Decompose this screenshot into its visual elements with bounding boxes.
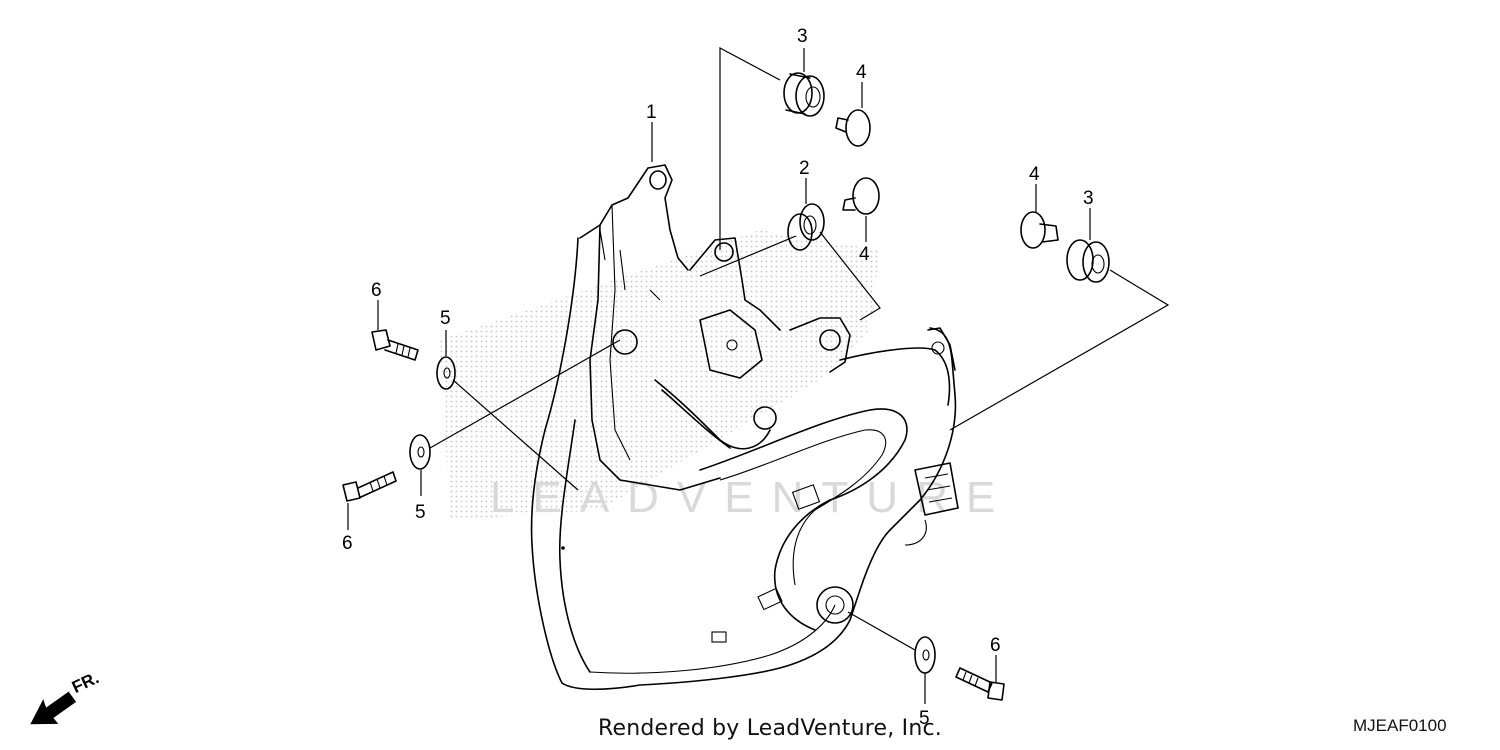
callout-6-lower-left: 6 xyxy=(342,533,353,554)
collar-middle xyxy=(842,177,880,215)
callout-5-lower-left: 5 xyxy=(415,502,426,523)
grommet-2 xyxy=(787,203,825,251)
collar-top xyxy=(835,109,871,147)
leader-lines xyxy=(347,47,1170,704)
svg-text:LEADVENTURE: LEADVENTURE xyxy=(490,473,1013,522)
callout-6-upper-left: 6 xyxy=(371,280,382,301)
bolt-bottom-right xyxy=(955,667,1005,701)
bolt-lower-left xyxy=(342,471,397,502)
grommet-top xyxy=(783,72,825,117)
watermark: LEADVENTURE xyxy=(440,230,1013,522)
callout-1: 1 xyxy=(646,102,657,123)
callout-4-middle: 4 xyxy=(859,244,870,265)
headlight-assembly xyxy=(530,164,959,691)
collar-right xyxy=(1020,211,1059,249)
grommet-right xyxy=(1066,239,1110,283)
washer-lower-left xyxy=(409,434,431,470)
render-credit: Rendered by LeadVenture, Inc. xyxy=(598,716,942,741)
callout-2: 2 xyxy=(799,158,810,179)
washer-bottom-right xyxy=(914,636,936,674)
callout-4-top: 4 xyxy=(856,62,867,83)
diagram-code: MJEAF0100 xyxy=(1353,716,1447,735)
callout-5-bottom-right: 5 xyxy=(919,708,930,729)
washer-upper-left xyxy=(436,356,456,390)
callout-labels: 1 2 3 3 4 4 4 5 5 5 6 6 6 xyxy=(342,26,1094,729)
callout-4-right: 4 xyxy=(1029,164,1040,185)
callout-3-top: 3 xyxy=(797,26,808,47)
front-arrow-icon xyxy=(30,691,77,725)
callout-3-right: 3 xyxy=(1083,188,1094,209)
callout-6-bottom-right: 6 xyxy=(990,635,1001,656)
callout-5-upper-left: 5 xyxy=(440,308,451,329)
bolt-upper-left xyxy=(371,329,419,361)
